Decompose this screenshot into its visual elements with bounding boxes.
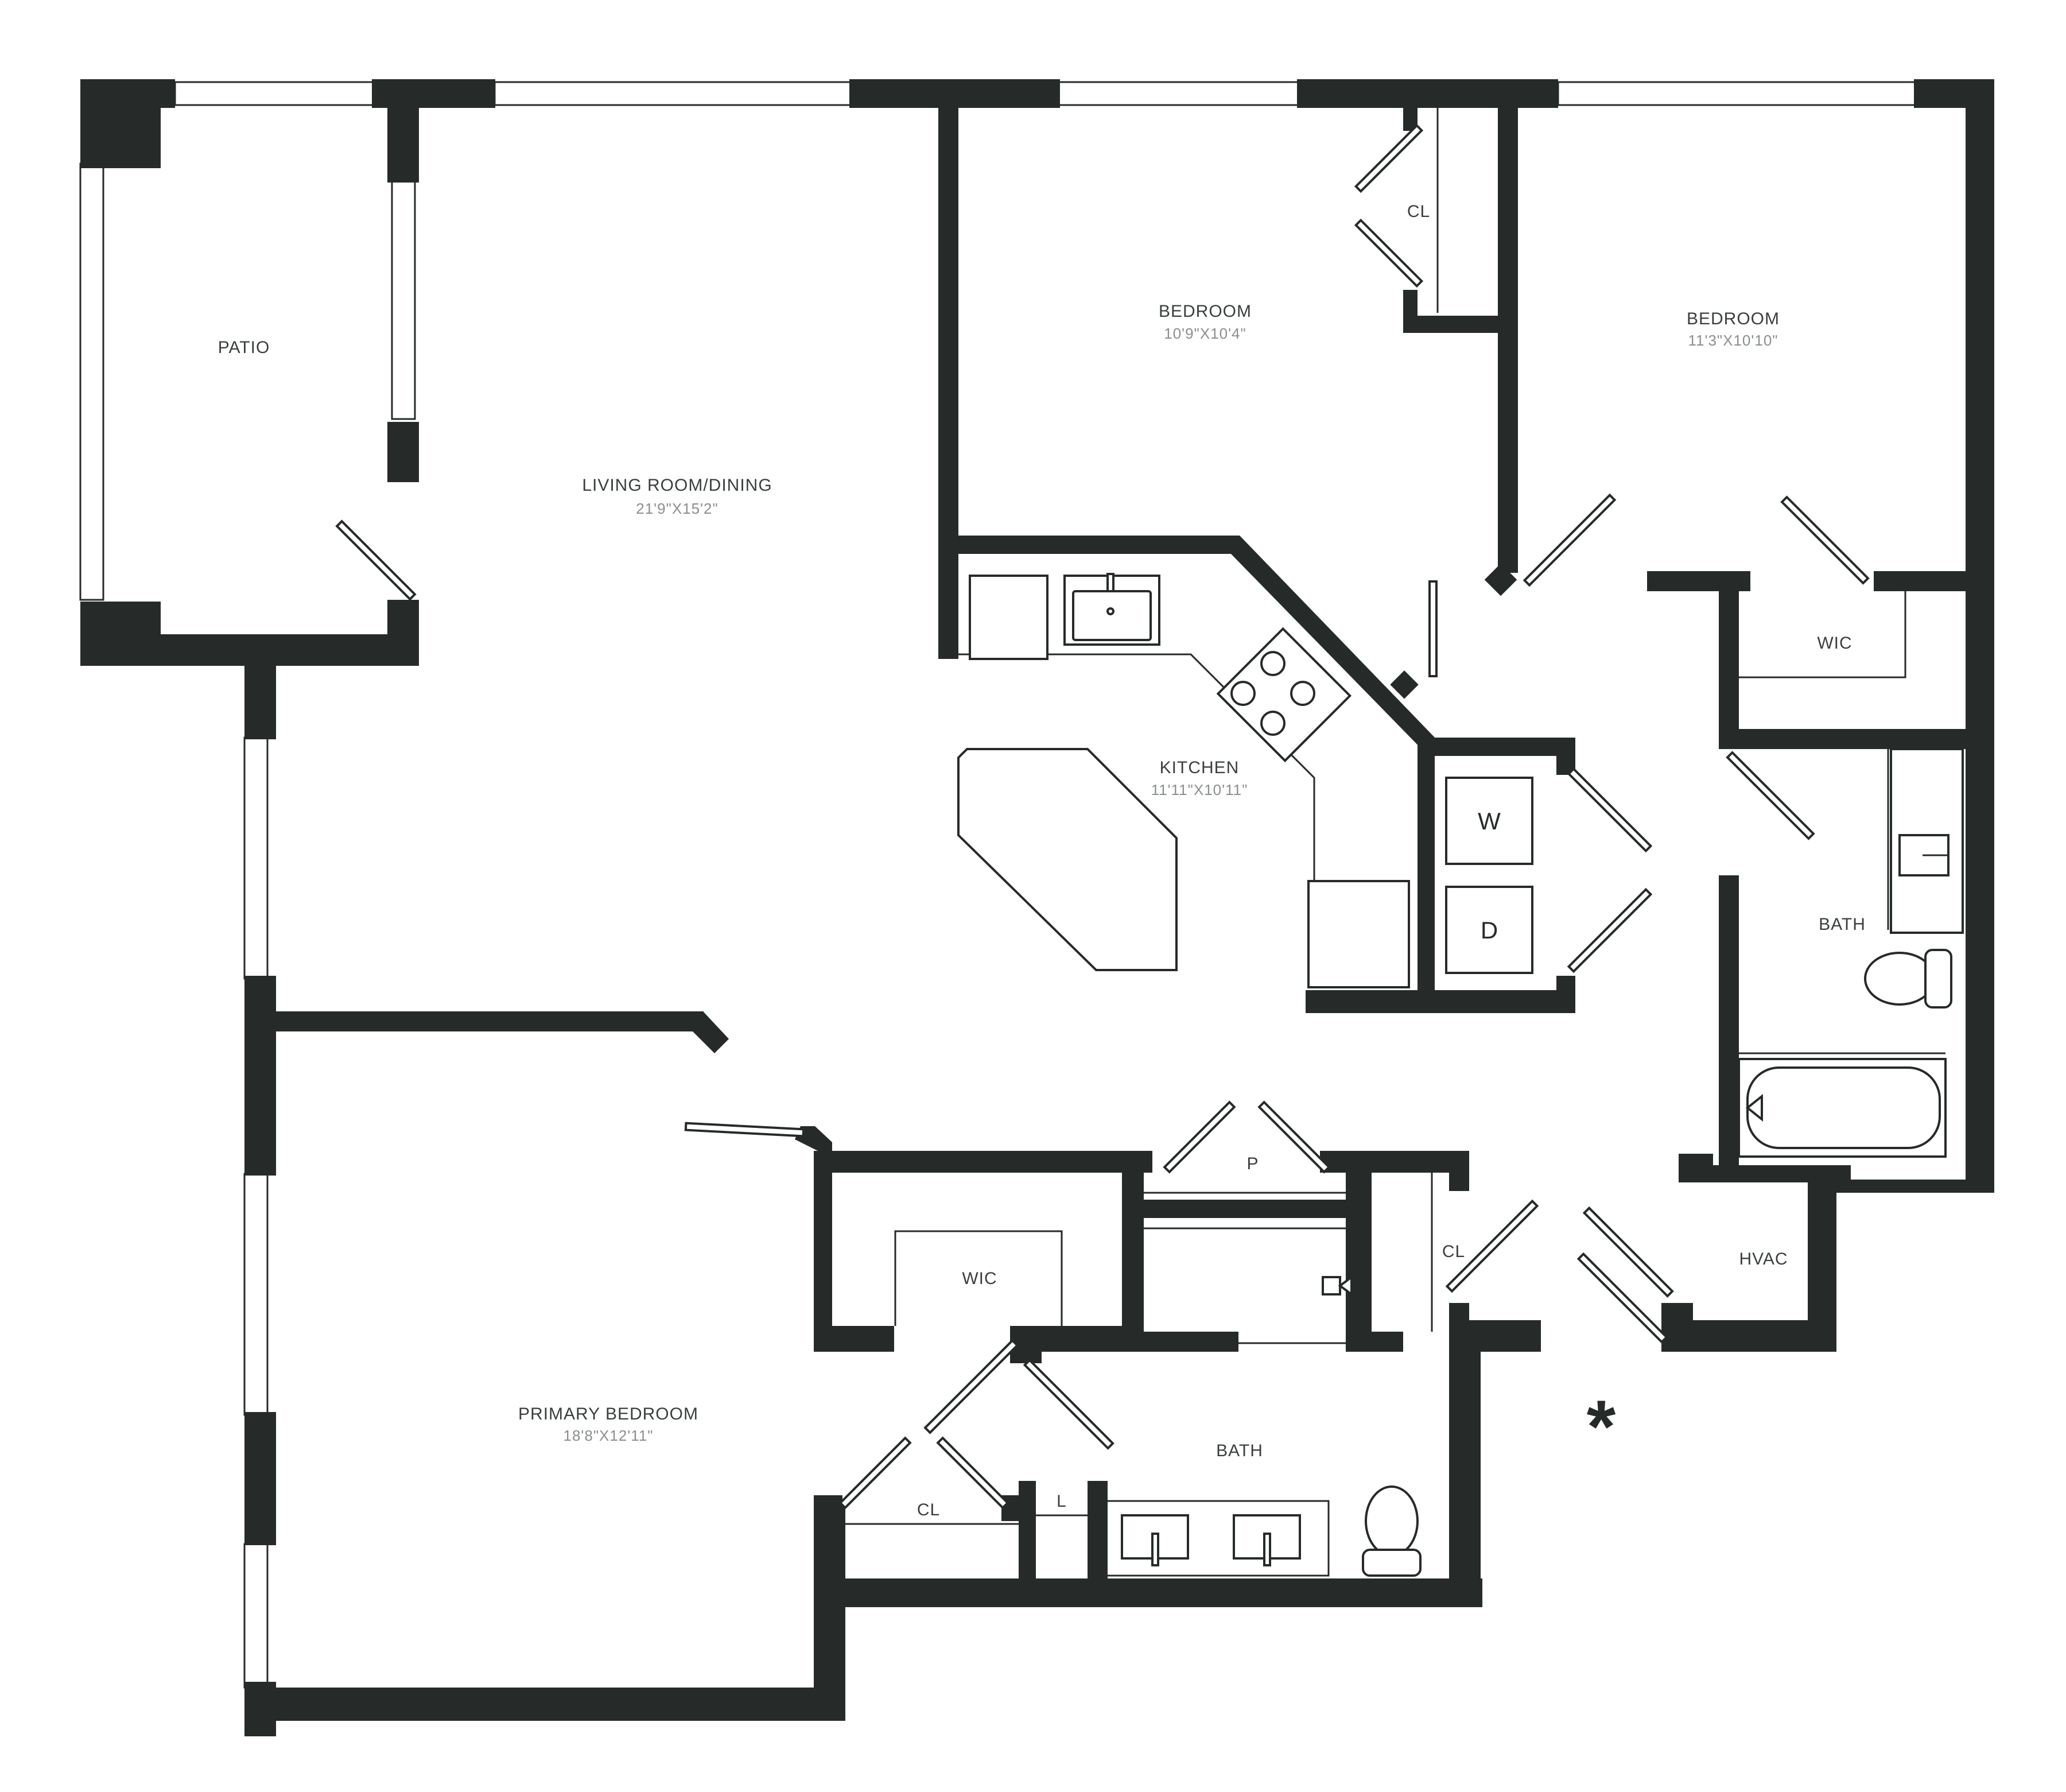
shower-valve (1322, 1276, 1341, 1295)
secondary-wic-label: WIC (1817, 634, 1852, 653)
primary-toilet-bowl (1365, 1485, 1419, 1557)
primary-bath-label: BATH (1216, 1441, 1263, 1460)
bathtub-basin (1746, 1066, 1941, 1149)
secondary-toilet-tank (1924, 949, 1952, 1009)
kitchen-label: KITCHEN (1160, 758, 1240, 777)
kitchen-fixtures (957, 573, 1533, 988)
primary-bedroom-size: 18'8"X12'11" (563, 1427, 653, 1444)
walls (80, 79, 1994, 1736)
dryer-label: D (1481, 917, 1498, 944)
living-size: 21'9"X15'2" (636, 500, 719, 517)
room-labels: PATIO LIVING ROOM/DINING 21'9"X15'2" BED… (218, 202, 1866, 1519)
washer-label: W (1478, 808, 1501, 835)
fridge (969, 575, 1048, 660)
dryer (1445, 886, 1533, 974)
windows (79, 81, 1918, 1689)
doors (335, 123, 1870, 1510)
dishwasher (1307, 880, 1410, 988)
entry-marker: * (1587, 1384, 1616, 1468)
patio-label: PATIO (218, 338, 270, 357)
range (1216, 627, 1352, 763)
primary-toilet-tank (1362, 1549, 1422, 1577)
bedroom1-label: BEDROOM (1159, 302, 1252, 321)
kitchen-island (957, 748, 1178, 971)
bedroom2-label: BEDROOM (1687, 309, 1780, 328)
bath-fixtures (1121, 748, 1964, 1577)
washer (1445, 777, 1533, 865)
hall-closet-label: CL (1442, 1242, 1465, 1261)
linen-label: L (1057, 1492, 1067, 1511)
primary-closet-label: CL (917, 1500, 940, 1519)
primary-wic-label: WIC (962, 1269, 997, 1288)
hvac-label: HVAC (1739, 1250, 1788, 1269)
primary-bedroom-label: PRIMARY BEDROOM (518, 1405, 698, 1423)
bedroom1-size: 10'9"X10'4" (1164, 325, 1246, 342)
secondary-toilet-bowl (1864, 952, 1935, 1006)
living-label: LIVING ROOM/DINING (582, 476, 772, 495)
bedroom-closet-label: CL (1407, 202, 1430, 221)
kitchen-size: 11'11"X10'11" (1151, 781, 1248, 798)
pantry-label: P (1246, 1154, 1259, 1173)
kitchen-sink-basin (1072, 590, 1152, 641)
secondary-bath-label: BATH (1819, 915, 1866, 934)
kitchen-faucet (1106, 573, 1114, 592)
bedroom2-size: 11'3"X10'10" (1688, 332, 1778, 349)
